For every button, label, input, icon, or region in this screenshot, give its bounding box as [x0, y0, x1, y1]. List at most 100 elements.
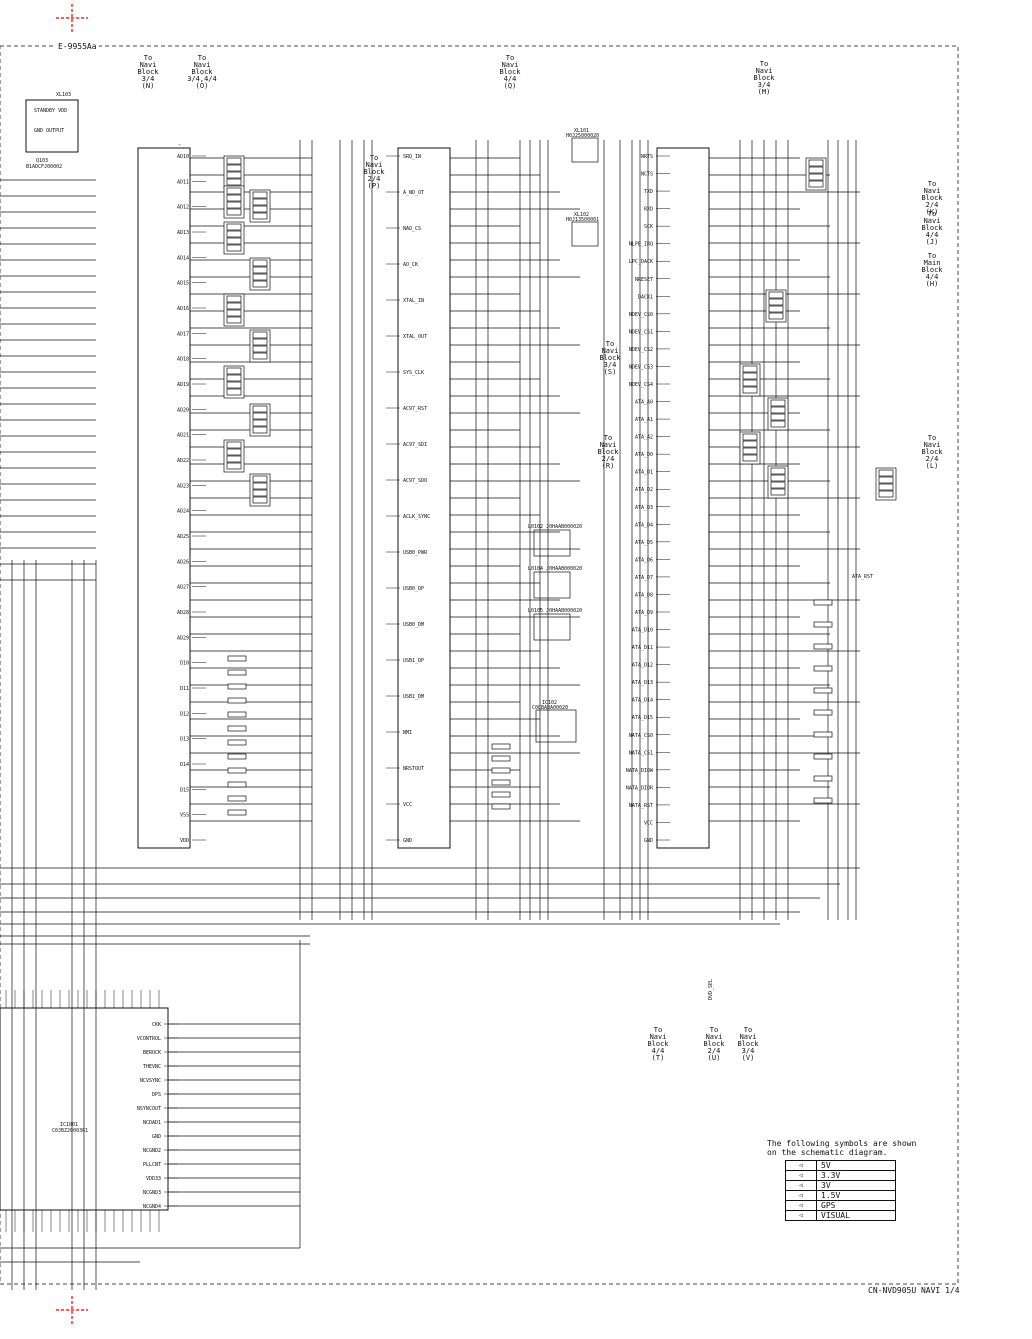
ic-right-pin: NATA_DIOR [626, 785, 654, 791]
capacitor [491, 791, 511, 798]
connector-top-a-line: 3/4 [142, 75, 155, 83]
resistor-element [770, 488, 786, 496]
resistor-element [252, 280, 268, 288]
ic-right-pin: NRTS [641, 154, 653, 160]
ic-mid-pin: GND [403, 838, 412, 844]
resistor-element [878, 469, 894, 477]
ic-left-a-pin: AD14 [177, 255, 189, 261]
ic-right-pin: ATA_A0 [635, 400, 653, 406]
ata-reset-label: ATA_RST [852, 574, 873, 580]
connector-right-4-line: To [928, 434, 936, 442]
connector-right-4-line: (L) [926, 462, 939, 470]
ic-mid [397, 147, 451, 849]
crystal2-label: XL102 [574, 212, 589, 218]
ic-left-a-pin: AD15 [177, 281, 189, 287]
resistor-element [226, 223, 242, 231]
legend-symbol: ◁ [785, 1170, 817, 1181]
connector-top-d-line: To [760, 60, 768, 68]
ic-right-pin: NATA_RST [629, 803, 653, 809]
capacitor [227, 781, 247, 788]
capacitor [227, 683, 247, 690]
ic-right-pin: ATA_D12 [632, 663, 653, 669]
ic-bottom-pin: BEROCK [143, 1050, 161, 1056]
filter2-label: L0104 J0HAAB000020 [528, 566, 582, 572]
ic-left-a-pin: AD26 [177, 559, 189, 565]
capacitor [491, 803, 511, 810]
capacitor [227, 739, 247, 746]
ic-right-pin: NRESET [635, 277, 653, 283]
ic-mid-pin: SYS_CLK [403, 370, 424, 376]
ic-right-pin: ATA_D0 [635, 452, 653, 458]
connector-mid-p-line: 2/4 [368, 175, 381, 183]
ic-right-pin: ATA_D11 [632, 645, 653, 651]
capacitor [813, 731, 833, 738]
connector-navi-s-line: Block [599, 354, 621, 362]
ic-left-a-pin: AD23 [177, 483, 189, 489]
resistor-element [226, 381, 242, 389]
ic-left-a-pin: AD12 [177, 205, 189, 211]
legend-symbol: ◁ [785, 1200, 817, 1211]
ic-left-a-pin: AD22 [177, 458, 189, 464]
connector-right-4-line: Block [921, 448, 943, 456]
connector-bot-1-line: To [654, 1026, 662, 1034]
resistor-element [252, 259, 268, 267]
ic-right-pin: SCK [644, 224, 653, 230]
drawing-id: E-9955Aa [56, 42, 99, 51]
ic-top-left-label: XL103 [56, 92, 71, 98]
ic-bottom-pin: NCGND3 [143, 1190, 161, 1196]
connector-bot-1-line: Navi [650, 1033, 667, 1041]
resistor-element [252, 345, 268, 353]
connector-right-2-line: Navi [924, 217, 941, 225]
ic-right-pin: DACK1 [638, 294, 653, 300]
connector-navi-s-line: 3/4 [604, 361, 617, 369]
ic-right-pin: NDEV_CS0 [629, 312, 653, 318]
ic-left-a-pin: D11 [180, 686, 189, 692]
ic-bottom-pin: VDD33 [146, 1176, 161, 1182]
ic-left-a-pin: AD17 [177, 331, 189, 337]
resistor-element [770, 467, 786, 475]
ic-mid-pin: AO_CK [403, 262, 418, 268]
pin-labels: AD10AD11AD12AD13AD14AD15AD16AD17AD18AD19… [137, 154, 654, 1210]
ic-left-a-pin: AD28 [177, 610, 189, 616]
legend-title: The following symbols are shown on the s… [767, 1139, 922, 1157]
ic-left-a-pin: AD13 [177, 230, 189, 236]
ic-bottom-pin: VCONTROL [137, 1036, 161, 1042]
ic-mid-pin: VCC [403, 802, 412, 808]
ic-right-pin: ATA_D10 [632, 628, 653, 634]
resistor-element [252, 489, 268, 497]
capacitor [227, 669, 247, 676]
resistor-element [226, 448, 242, 456]
ic-left-a-pin: AD18 [177, 357, 189, 363]
ic-left-a-pin: AD25 [177, 534, 189, 540]
connector-right-1-line: To [928, 180, 936, 188]
connector-right-1-line: 2/4 [926, 201, 939, 209]
connector-right-1-line: Block [921, 194, 943, 202]
legend-label: 3.3V [816, 1170, 896, 1181]
connector-top-d-line: (M) [758, 88, 771, 96]
ic-right-pin: ATA_D3 [635, 505, 653, 511]
resistor-element [878, 483, 894, 491]
connector-bot-2-line: To [710, 1026, 718, 1034]
capacitor [227, 809, 247, 816]
ic-left-a-pin: AD21 [177, 433, 189, 439]
ic102-part: C0CBABA00020 [532, 705, 568, 711]
ic-right-pin: ATA_A1 [635, 417, 653, 423]
resistor-element [226, 157, 242, 165]
ic-mid-pin: AC97_SDI [403, 442, 427, 448]
resistor-element [770, 481, 786, 489]
legend-symbol: ◁ [785, 1210, 817, 1221]
resistor-element [878, 476, 894, 484]
ic102 [535, 709, 577, 743]
resistor-element [226, 201, 242, 209]
ic-mid-pin: XTAL_OUT [403, 334, 427, 340]
connector-right-3-line: (H) [926, 280, 939, 288]
legend-row: ◁VISUAL [785, 1210, 896, 1221]
connector-navi-r-line: 2/4 [602, 455, 615, 463]
resistor-element [808, 159, 824, 167]
ic-mid-pin: NRSTOUT [403, 766, 424, 772]
ic-right-pin: LPC_DACK [629, 259, 653, 265]
resistor-element [742, 386, 758, 394]
ic-mid-pin: USB0_PWR [403, 550, 428, 556]
connector-bot-3-line: Block [737, 1040, 759, 1048]
connector-navi-r-line: Block [597, 448, 619, 456]
